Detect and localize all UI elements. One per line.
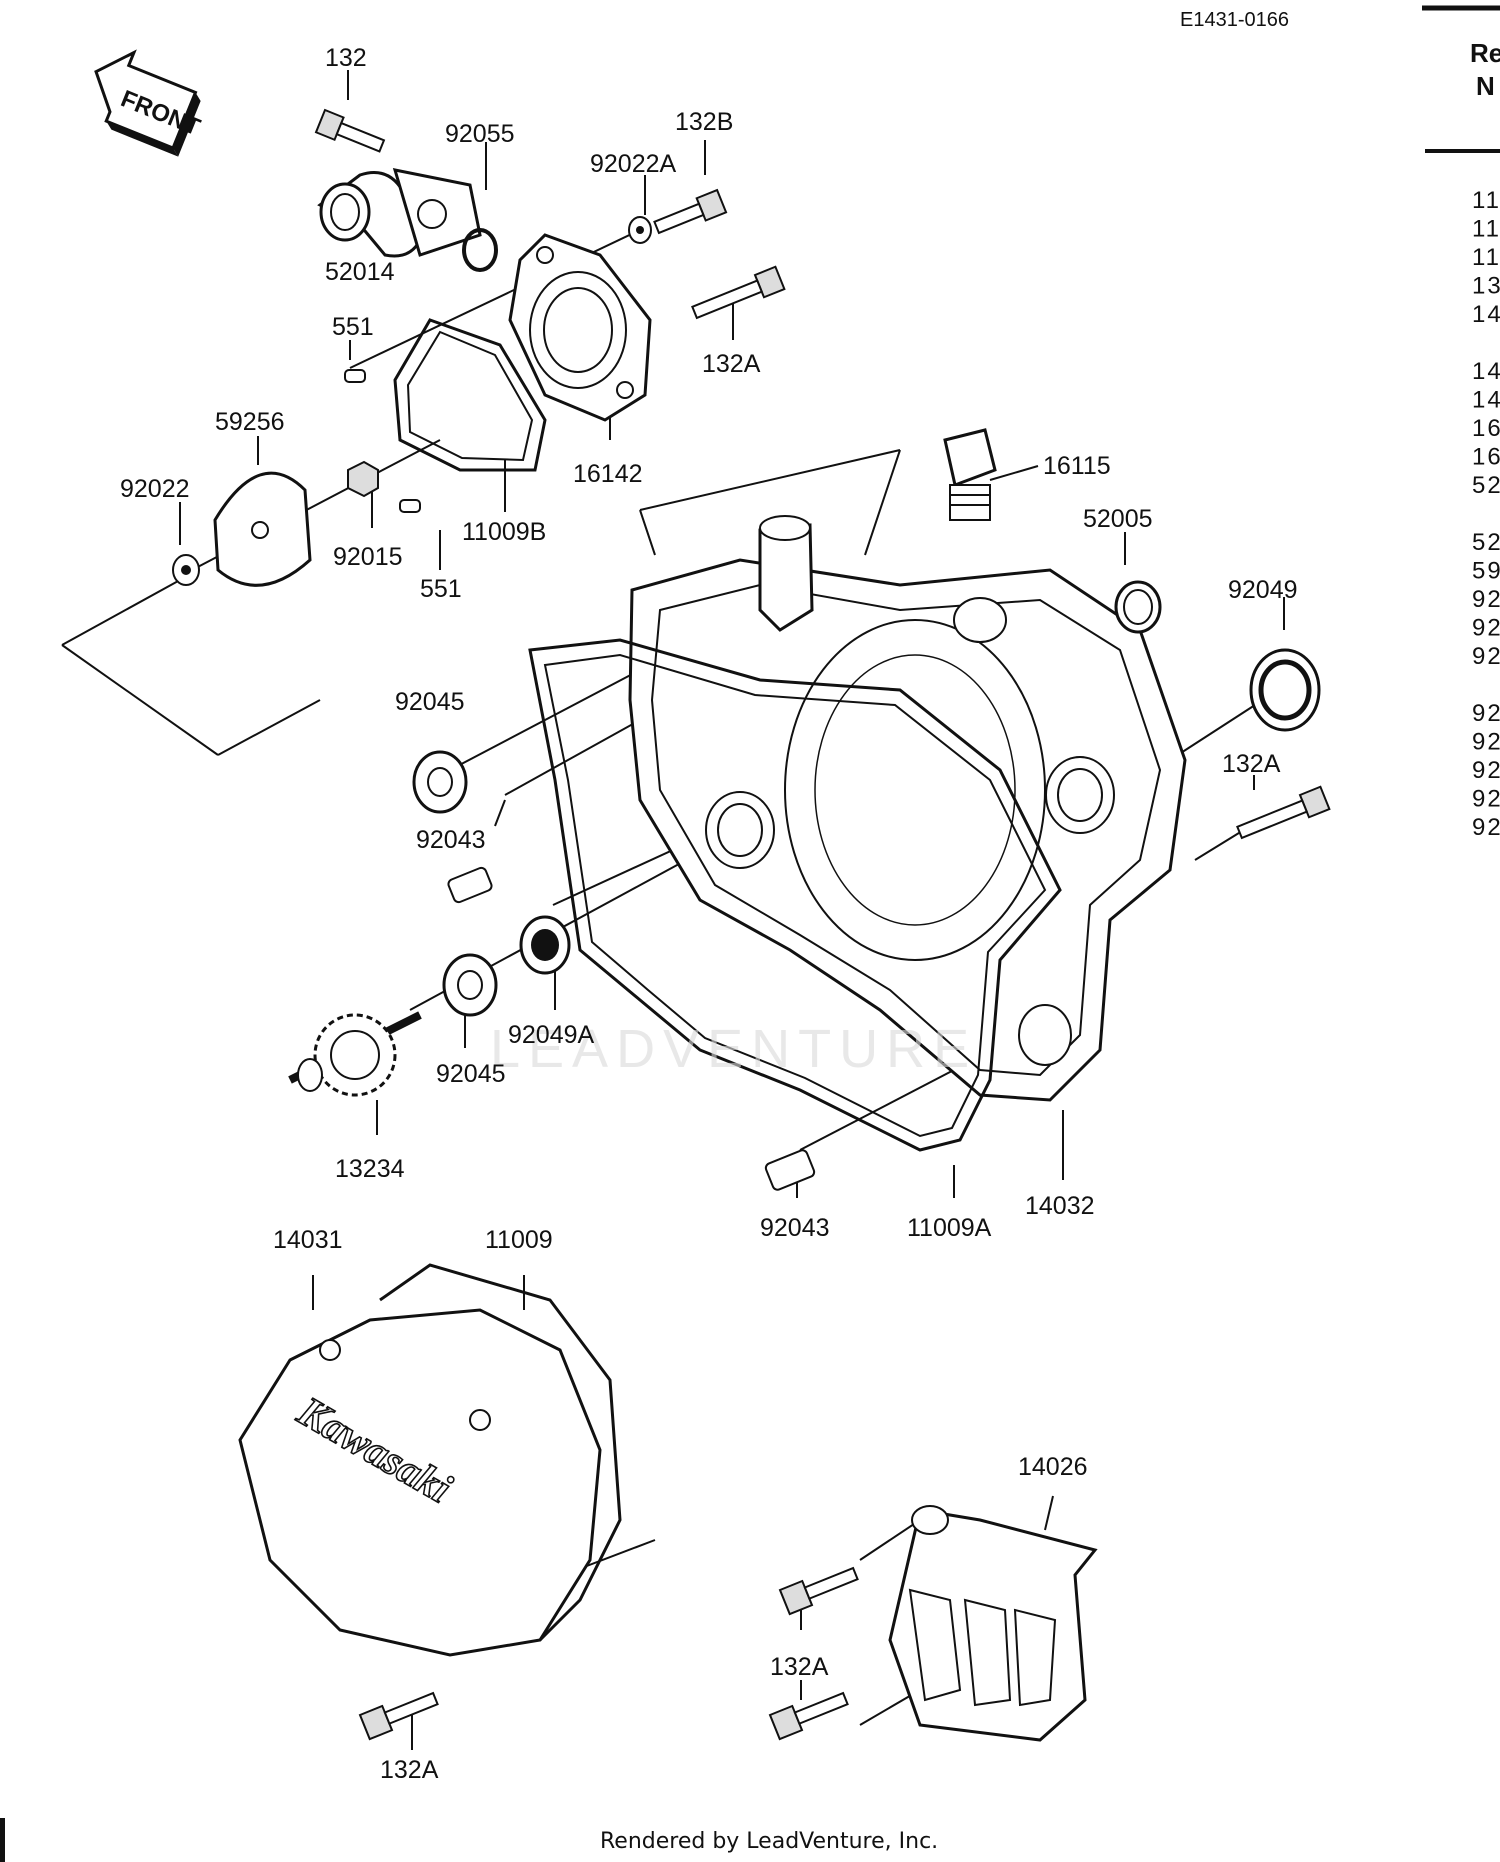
label-92045-top: 92045 xyxy=(395,688,465,716)
page-edge-mark xyxy=(0,1818,5,1862)
parts-list-row: 52 xyxy=(1472,472,1500,499)
label-92043-left: 92043 xyxy=(416,826,486,854)
parts-list-row: 13 xyxy=(1472,273,1500,300)
label-92055: 92055 xyxy=(445,120,515,148)
water-pipe-outlet xyxy=(758,515,814,632)
gasket-11009A xyxy=(528,638,1062,1152)
label-132A-cover: 132A xyxy=(380,1756,439,1784)
washer-92022 xyxy=(172,554,200,586)
bolt-132A-cover xyxy=(358,1691,439,1741)
label-92049: 92049 xyxy=(1228,576,1298,604)
parts-list-header-no: N xyxy=(1476,71,1495,101)
bushing-52005 xyxy=(1114,580,1162,634)
label-92022A: 92022A xyxy=(590,150,677,178)
label-92015: 92015 xyxy=(333,543,403,571)
label-13234: 13234 xyxy=(335,1155,405,1183)
parts-list-row: 52 xyxy=(1472,529,1500,556)
label-92022: 92022 xyxy=(120,475,190,503)
footer-credit: Rendered by LeadVenture, Inc. xyxy=(600,1829,938,1854)
impeller-59256 xyxy=(213,471,312,587)
washer-92022A xyxy=(628,216,652,244)
bolt-132A-guard-top xyxy=(778,1566,859,1616)
parts-list-row: 14 xyxy=(1472,358,1500,385)
label-132: 132 xyxy=(325,44,367,72)
label-14026: 14026 xyxy=(1018,1453,1088,1481)
label-132A-guard: 132A xyxy=(770,1653,829,1681)
label-14031: 14031 xyxy=(273,1226,343,1254)
label-92043-bottom: 92043 xyxy=(760,1214,830,1242)
parts-list-row: 16 xyxy=(1472,415,1500,442)
label-551-top: 551 xyxy=(332,313,374,341)
bolt-132B xyxy=(653,188,728,235)
parts-list-panel: Re N 11111113141414161652525992929292929… xyxy=(1422,5,1500,841)
label-11009B: 11009B xyxy=(462,518,546,546)
diagram-reference: E1431-0166 xyxy=(1180,9,1289,31)
parts-list-row: 92 xyxy=(1472,615,1500,642)
label-16142: 16142 xyxy=(573,460,643,488)
label-92045-bottom: 92045 xyxy=(436,1060,506,1088)
label-16115: 16115 xyxy=(1043,452,1111,480)
pump-gear-shaft-13234 xyxy=(288,1011,422,1097)
sprocket-guard-14026 xyxy=(888,1505,1098,1742)
gasket-11009B xyxy=(393,318,547,472)
collar-92043-bottom xyxy=(764,1149,816,1191)
parts-list-row: 92 xyxy=(1472,643,1500,670)
parts-list-row: 92 xyxy=(1472,700,1500,727)
parts-list-row: 11 xyxy=(1472,216,1500,243)
parts-list-row: 11 xyxy=(1472,244,1500,271)
parts-list-row: 92 xyxy=(1472,729,1500,756)
label-132B: 132B xyxy=(675,108,733,136)
bolt-132A-top xyxy=(691,265,786,320)
o-ring-92055 xyxy=(462,228,498,272)
label-52014: 52014 xyxy=(325,258,395,286)
label-14032: 14032 xyxy=(1025,1192,1095,1220)
label-92049A: 92049A xyxy=(508,1021,595,1049)
parts-list-row: 92 xyxy=(1472,586,1500,613)
pump-cover-16142 xyxy=(508,233,652,422)
dowel-551-bottom xyxy=(399,499,421,513)
parts-list-row: 16 xyxy=(1472,444,1500,471)
bearing-92045-top xyxy=(412,750,468,814)
label-11009A: 11009A xyxy=(907,1214,992,1242)
water-elbow-52014 xyxy=(317,168,482,258)
parts-list-row: 14 xyxy=(1472,387,1500,414)
parts-list-row: 14 xyxy=(1472,301,1500,328)
label-132A-top: 132A xyxy=(702,350,761,378)
bearing-92045-bottom xyxy=(442,953,498,1017)
oil-filler-cap-16115 xyxy=(943,428,997,521)
magneto-cover-14031: Kawasaki xyxy=(238,1263,622,1657)
parts-list-row: 92 xyxy=(1472,786,1500,813)
oil-seal-92049 xyxy=(1249,648,1321,732)
label-52005: 52005 xyxy=(1083,505,1153,533)
parts-list-header-ref: Re xyxy=(1470,38,1500,68)
oil-seal-92049A xyxy=(519,915,571,975)
part-labels: 132 92055 132B 92022A 52014 551 132A 592… xyxy=(120,44,1298,1784)
bolt-132A-right xyxy=(1236,785,1331,840)
label-11009: 11009 xyxy=(485,1226,553,1254)
label-551-bottom: 551 xyxy=(420,575,462,603)
bolt-132A-guard-bottom xyxy=(768,1691,849,1741)
label-59256: 59256 xyxy=(215,408,285,436)
parts-list-row: 92 xyxy=(1472,757,1500,784)
bolt-132 xyxy=(314,108,386,153)
dowel-551-top xyxy=(344,369,366,383)
parts-list-row: 11 xyxy=(1472,187,1500,214)
label-132A-right: 132A xyxy=(1222,750,1281,778)
front-arrow: FRONT xyxy=(94,49,204,157)
parts-list-row: 59 xyxy=(1472,558,1500,585)
collar-92043-left xyxy=(447,866,493,904)
watermark: LEADVENTURE xyxy=(490,1019,977,1079)
parts-list-row: 92 xyxy=(1472,814,1500,841)
nut-92015 xyxy=(347,460,379,498)
